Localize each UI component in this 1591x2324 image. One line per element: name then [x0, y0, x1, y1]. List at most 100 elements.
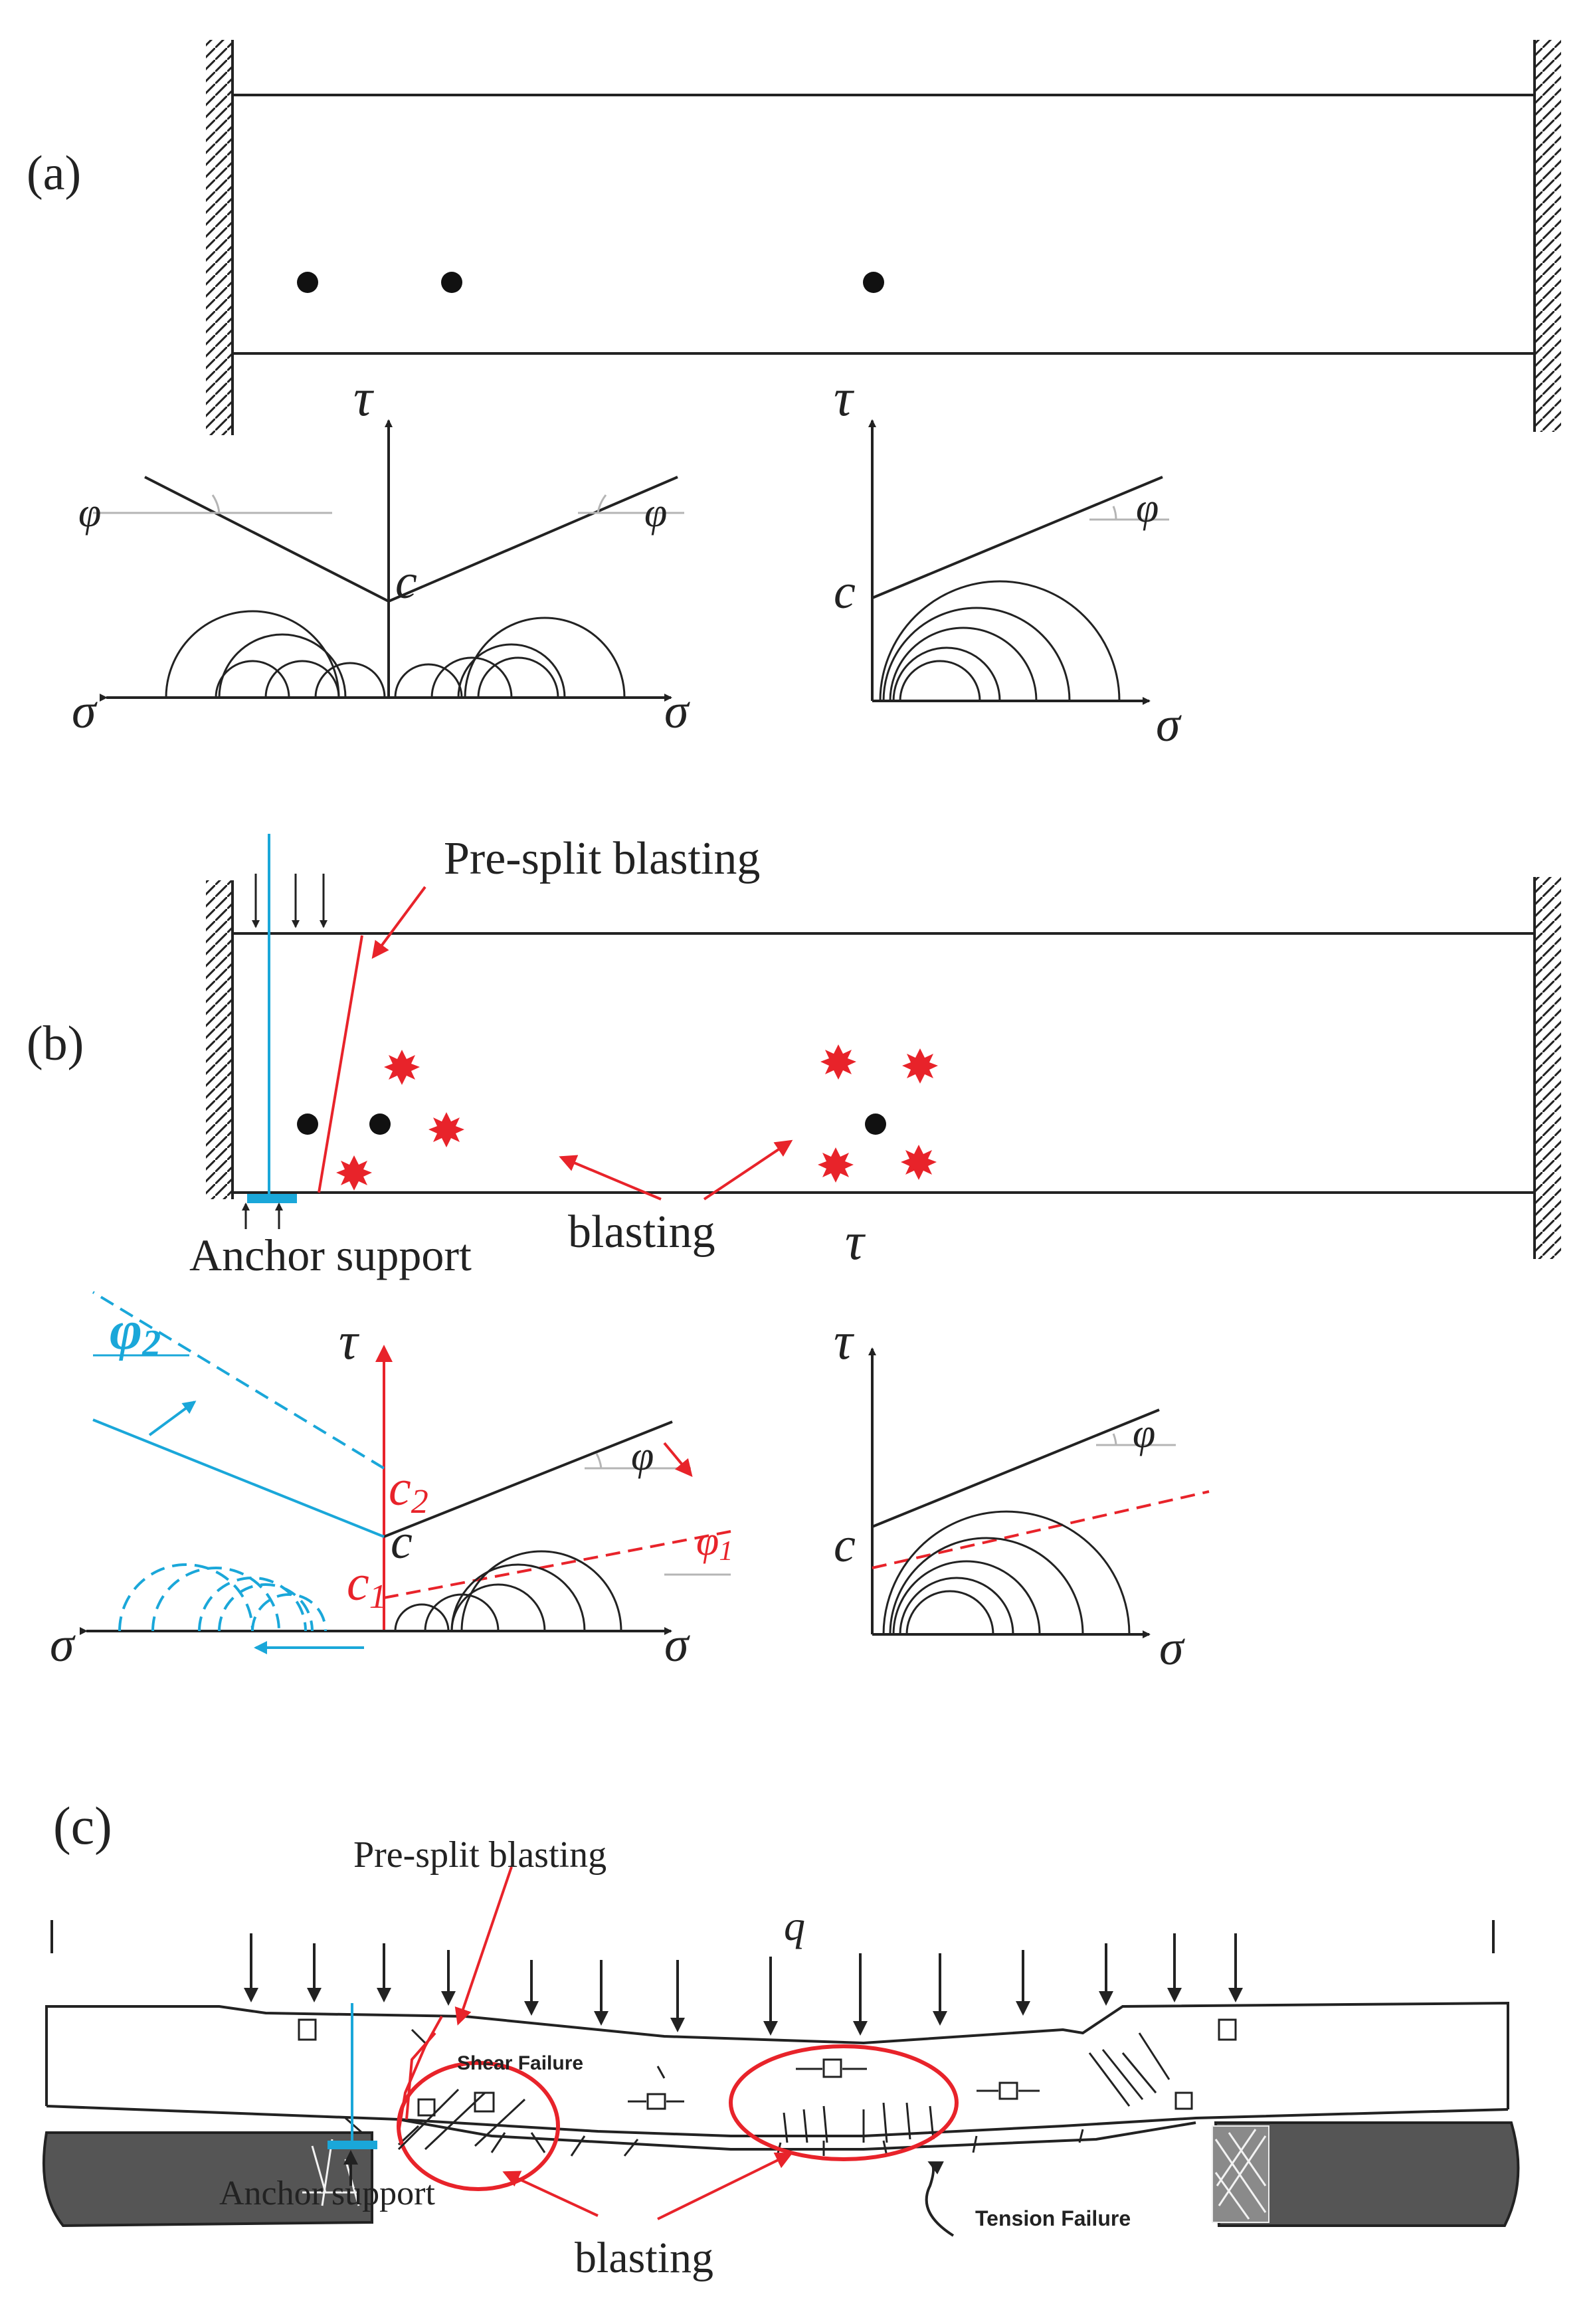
- c-label: c: [391, 1515, 413, 1569]
- tension-failure-zone: [729, 2044, 959, 2161]
- load-q-label: q: [784, 1902, 805, 1949]
- envelope-original: [383, 1420, 673, 1538]
- mohr-diagram-a-left: τ φ φ c σ σ: [72, 369, 690, 739]
- blasting-label: blasting: [568, 1207, 715, 1258]
- blasting-arrow: [657, 2153, 793, 2220]
- mohr-circle: [905, 1590, 994, 1635]
- blast-star: [336, 1155, 372, 1191]
- tau-label: τ: [834, 1312, 855, 1371]
- pre-split-arrow: [371, 886, 426, 959]
- mohr-circle: [165, 610, 340, 698]
- mohr-circle: [460, 1550, 622, 1632]
- shear-failure-zone: [397, 2061, 560, 2191]
- mohr-circle: [264, 660, 340, 698]
- phi-label: φ: [1136, 486, 1159, 531]
- phi2-label: φ2: [110, 1300, 161, 1364]
- tau-label: τ: [353, 369, 375, 427]
- mohr-circle: [314, 662, 386, 698]
- envelope-reduced: [383, 1530, 731, 1599]
- sigma-label: σ: [664, 684, 690, 739]
- phi-label: φ: [1133, 1411, 1155, 1456]
- pre-split-blasting-label: Pre-split blasting: [444, 833, 760, 884]
- blast-star: [384, 1050, 420, 1085]
- mohr-circle: [899, 1577, 1014, 1635]
- tau-label: τ: [834, 369, 855, 427]
- sigma-label: σ: [50, 1618, 76, 1672]
- blasting-arrow: [559, 1155, 662, 1201]
- blast-star: [818, 1147, 854, 1183]
- load-arrows-b: [252, 874, 328, 928]
- mohr-circle: [457, 643, 566, 698]
- stress-point: [297, 1114, 318, 1135]
- mohr-circle: [892, 1560, 1041, 1635]
- phi-label: φ: [78, 490, 101, 535]
- c1-label: c1: [347, 1555, 387, 1616]
- mohr-circle-shifted: [118, 1563, 254, 1632]
- wall-left-b: [206, 880, 234, 1199]
- blast-star: [428, 1112, 464, 1147]
- ground-left: [42, 2131, 373, 2228]
- tension-failure-label: Tension Failure: [975, 2206, 1131, 2230]
- shear-failure-label: Shear Failure: [457, 2052, 583, 2074]
- mohr-circle-shifted: [218, 1583, 314, 1632]
- wall-left-a: [206, 40, 234, 435]
- mohr-diagram-b-left: τ φ2 c2 c c1 φ φ1 σ σ: [50, 1291, 733, 1672]
- pre-split-blasting-label: Pre-split blasting: [353, 1834, 607, 1876]
- mohr-circle-shifted: [251, 1593, 327, 1632]
- beam-a: [233, 94, 1535, 355]
- blasting-arrow: [502, 2171, 599, 2217]
- roof-strata: [45, 2001, 1509, 2157]
- envelope-original: [872, 1408, 1160, 1528]
- anchor-support-label: Anchor support: [189, 1230, 472, 1280]
- mohr-circle: [879, 580, 1121, 702]
- blast-star: [820, 1044, 856, 1080]
- c-label: c: [834, 1518, 856, 1573]
- tau-label: τ: [845, 1212, 866, 1271]
- mohr-circle: [477, 656, 559, 698]
- sigma-label: σ: [664, 1618, 690, 1672]
- anchor-plate: [328, 2141, 377, 2149]
- blast-star: [901, 1145, 937, 1180]
- mohr-circle: [892, 646, 1001, 702]
- phi1-label: φ1: [696, 1519, 733, 1567]
- stress-point: [865, 1114, 886, 1135]
- stress-point: [441, 272, 462, 293]
- wall-right-b: [1533, 877, 1561, 1259]
- panel-a: (a) τ φ φ c σ σ: [27, 40, 1561, 752]
- mohr-diagram-b-right: τ c φ σ: [834, 1312, 1210, 1676]
- blast-star: [902, 1048, 938, 1084]
- mohr-circle: [882, 607, 1071, 702]
- sigma-label: σ: [72, 684, 98, 739]
- c-label: c: [395, 555, 417, 609]
- pre-split-line: [318, 935, 363, 1193]
- mohr-circle: [424, 1593, 500, 1632]
- panel-label-a: (a): [27, 146, 81, 201]
- anchor-support-label: Anchor support: [219, 2175, 436, 2212]
- c-label: c: [834, 565, 856, 619]
- mohr-circle: [450, 1583, 546, 1632]
- mohr-circle: [889, 1537, 1084, 1635]
- c2-label: c2: [389, 1460, 428, 1521]
- mohr-circle: [899, 660, 981, 702]
- blasting-label: blasting: [575, 2234, 713, 2282]
- phi-label: φ: [644, 490, 667, 535]
- panel-c: (c): [42, 1797, 1520, 2282]
- mohr-circle: [430, 656, 513, 698]
- panel-label-c: (c): [53, 1797, 112, 1856]
- tau-label: τ: [339, 1312, 360, 1371]
- ground-right: [1214, 2121, 1520, 2227]
- sigma-label: σ: [1156, 698, 1182, 752]
- mohr-circle: [464, 617, 626, 698]
- stress-point: [297, 272, 318, 293]
- mohr-circle: [450, 1563, 586, 1632]
- envelope-reduced: [872, 1490, 1210, 1569]
- tension-failure-arrow: [925, 2161, 955, 2237]
- panel-b: (b) Anchor support Pre-split blasting: [27, 833, 1561, 1676]
- mohr-circle: [394, 663, 463, 698]
- sigma-label: σ: [1159, 1621, 1185, 1676]
- stress-point: [863, 272, 884, 293]
- phi-label: φ: [631, 1434, 654, 1479]
- wall-right-a: [1533, 40, 1561, 432]
- mohr-circle: [889, 627, 1038, 702]
